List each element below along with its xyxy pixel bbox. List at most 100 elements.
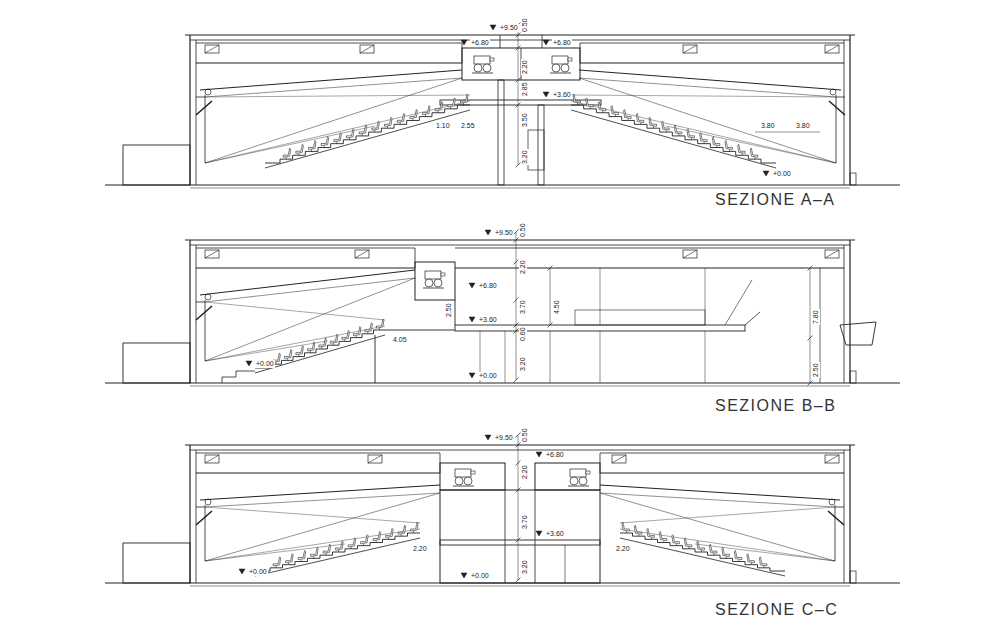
elevation-label: +0.00 (470, 572, 490, 580)
dimension-tick (808, 336, 813, 341)
projector-stand (568, 486, 589, 487)
seat-symbol (750, 148, 758, 157)
elevation-marker (485, 435, 491, 440)
seat-leg (326, 553, 327, 555)
projector-reel (552, 64, 560, 72)
elevation-marker (543, 92, 549, 97)
seat-leg (321, 347, 322, 349)
dimension-label: 3.70 (521, 514, 529, 530)
seat-symbol (747, 554, 755, 563)
projector-stand (453, 486, 474, 487)
wall-brace (828, 511, 844, 525)
wall-brace (196, 306, 212, 320)
sight-line (571, 101, 836, 163)
elevation-marker (485, 230, 491, 235)
wall-line (844, 245, 845, 383)
elevation-marker (461, 573, 467, 578)
seat-leg (313, 556, 314, 558)
dimension-label: 0.50 (521, 17, 529, 33)
seat-leg (425, 115, 426, 117)
seat-symbol (311, 547, 319, 556)
seat-symbol (687, 129, 695, 138)
sight-line (620, 507, 835, 523)
seat-symbol (321, 137, 329, 146)
rake-slab (571, 110, 776, 168)
dimension-tick (516, 78, 521, 83)
roof-line (190, 245, 850, 246)
seat-symbol (284, 349, 292, 358)
screen-bracket (836, 97, 845, 98)
elevation-label: +3.60 (552, 91, 572, 99)
wall-line (849, 445, 850, 583)
seat-leg (310, 351, 311, 353)
entry-steps (222, 371, 255, 383)
beam-hatch (612, 455, 626, 463)
projector-symbol (568, 58, 572, 61)
seat-leg (701, 550, 702, 552)
ceiling-line (196, 268, 415, 269)
elevation-label: +9.50 (494, 229, 514, 237)
seat-symbol (634, 525, 642, 534)
dimension-tick (548, 266, 553, 271)
dimension-line (755, 132, 820, 133)
wall-line (844, 450, 845, 583)
seat-symbol (334, 133, 342, 142)
elevation-label: +3.60 (545, 530, 565, 538)
projector-symbol (474, 56, 490, 64)
core-block (440, 490, 600, 583)
wall-line (565, 545, 566, 583)
dimension-label: 2.50 (812, 362, 820, 378)
dimension-line (810, 268, 811, 383)
seat-leg (704, 142, 705, 144)
projector-symbol (471, 471, 475, 474)
dimension-label: 2.50 (445, 302, 453, 318)
seat-symbol (309, 140, 317, 149)
column-line (600, 331, 601, 383)
seat-symbol (385, 117, 393, 126)
dimension-label: 3.20 (521, 559, 529, 575)
projector-reel (474, 64, 482, 72)
column-line (705, 331, 706, 383)
seat-leg (628, 118, 629, 120)
seat-symbol (709, 544, 717, 553)
projector-symbol (586, 471, 590, 474)
floor-slab (455, 325, 745, 331)
seat-leg (338, 550, 339, 552)
seat-leg (653, 126, 654, 128)
beam-hatch (205, 455, 219, 463)
dimension-line (550, 268, 551, 325)
seat-leg (298, 153, 299, 155)
sight-line (205, 95, 470, 97)
rake-slab (265, 110, 470, 168)
beam-section (825, 250, 839, 258)
rake-slab (255, 335, 385, 373)
seat-symbol (376, 319, 384, 328)
dimension-label: 0.50 (521, 427, 529, 443)
projection-booth (535, 463, 600, 490)
seat-symbol (697, 541, 705, 550)
beam-hatch (368, 455, 382, 463)
projection-line (579, 78, 836, 163)
elevation-marker (763, 171, 769, 176)
dimension-label: 2.85 (521, 81, 529, 97)
glazing-line (725, 280, 752, 325)
beam-hatch (205, 250, 219, 258)
seat-leg (626, 531, 627, 533)
seat-leg (716, 146, 717, 148)
seat-leg (333, 343, 334, 345)
seat-symbol (734, 551, 742, 560)
dimension-label: 7.80 (812, 309, 820, 325)
sight-line (205, 529, 420, 561)
seat-leg (344, 339, 345, 341)
wall-line (849, 240, 850, 383)
roof-line (185, 445, 855, 446)
seat-leg (374, 130, 375, 132)
wall-line (505, 490, 506, 583)
projection-line (205, 493, 440, 507)
dimension-line (516, 232, 517, 380)
beam-hatch (825, 45, 839, 53)
projector-reel (483, 64, 491, 72)
sight-line (205, 507, 420, 523)
